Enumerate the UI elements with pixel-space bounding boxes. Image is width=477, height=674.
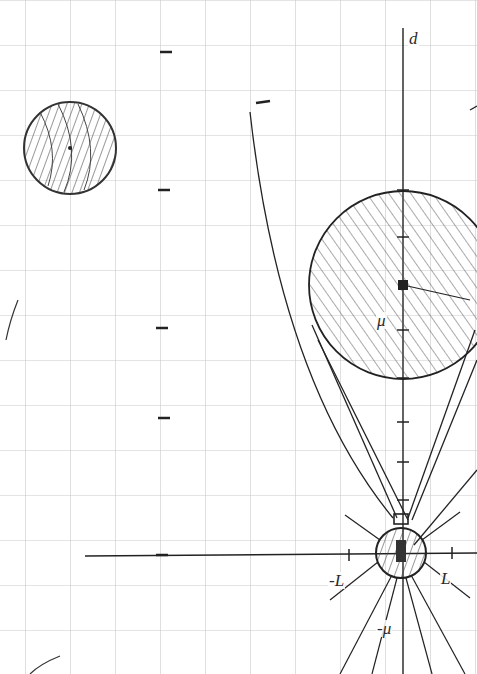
tangent-lines <box>250 106 477 545</box>
tick-marks <box>156 52 270 555</box>
bound-label: -L <box>328 572 345 589</box>
mean-label: -μ <box>376 620 392 637</box>
rays <box>330 512 470 674</box>
small-disc <box>24 102 116 194</box>
bound-label: L <box>440 570 451 587</box>
origin-disc <box>376 514 426 578</box>
large-disc <box>300 185 477 385</box>
stray-strokes <box>6 300 60 674</box>
mean-label: μ <box>376 312 387 329</box>
axis-label: d <box>408 30 419 47</box>
